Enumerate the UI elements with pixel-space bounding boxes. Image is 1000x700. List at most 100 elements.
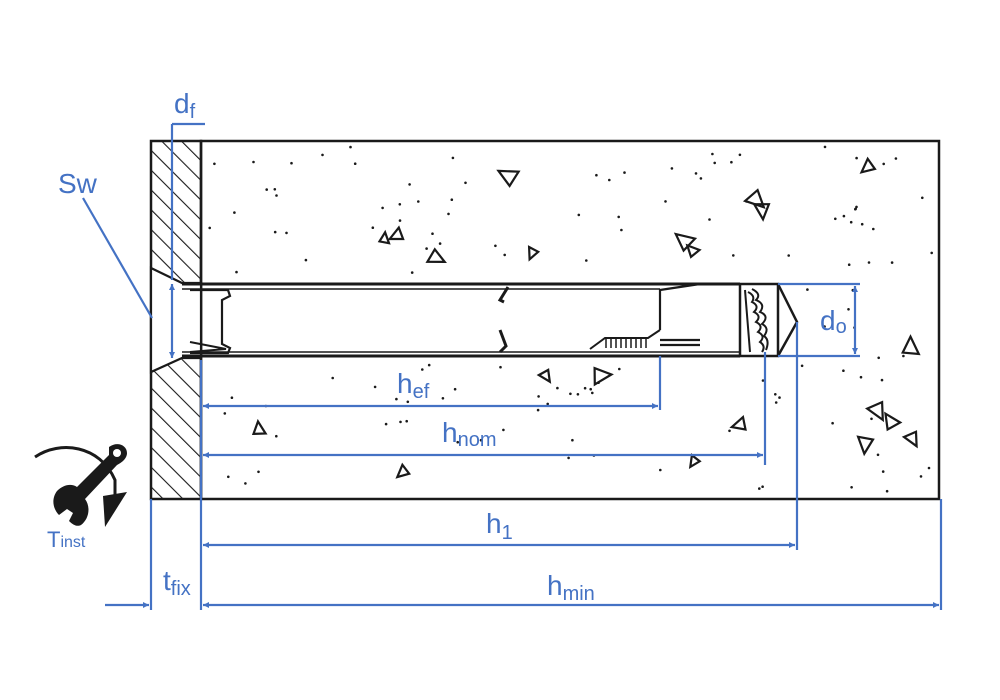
aggregate-dot xyxy=(233,211,236,214)
aggregate-dot xyxy=(880,378,884,382)
aggregate-stone xyxy=(673,232,698,253)
aggregate-dot xyxy=(502,428,505,432)
aggregate-dot xyxy=(854,207,857,211)
aggregate-dot xyxy=(464,181,467,185)
aggregate-dot xyxy=(405,419,409,423)
aggregate-dot xyxy=(890,261,894,264)
aggregate-dot xyxy=(595,173,598,177)
aggregate-dot xyxy=(230,396,234,400)
aggregate-dot xyxy=(395,397,398,401)
aggregate-dot xyxy=(399,420,402,424)
aggregate-dot xyxy=(774,401,778,404)
aggregate-dot xyxy=(855,156,858,160)
aggregate-dot xyxy=(583,386,587,390)
aggregate-dot xyxy=(708,218,711,221)
aggregate-dot xyxy=(421,368,424,371)
aggregate-dot xyxy=(410,271,414,274)
aggregate-dot xyxy=(290,161,293,165)
aggregate-dot xyxy=(273,188,277,191)
aggregate-dot xyxy=(849,220,853,224)
aggregate-dot xyxy=(275,194,278,197)
aggregate-dot xyxy=(919,475,923,478)
aggregate-dot xyxy=(381,206,384,210)
aggregate-dot xyxy=(872,227,875,231)
aggregate-dot xyxy=(730,160,733,164)
aggregate-stone xyxy=(859,156,877,174)
aggregate-dot xyxy=(331,376,335,380)
aggregate-stone xyxy=(752,203,771,222)
aggregate-dot xyxy=(235,270,238,274)
aggregate-stone xyxy=(688,453,702,470)
concrete-aggregate xyxy=(208,145,933,493)
aggregate-dot xyxy=(778,396,781,399)
label-sw: Sw xyxy=(58,168,98,199)
aggregate-dot xyxy=(546,402,549,406)
aggregate-dot xyxy=(571,438,574,442)
aggregate-dot xyxy=(275,434,278,438)
label-h-nom: hnom xyxy=(442,417,496,451)
aggregate-dot xyxy=(353,162,357,165)
aggregate-dot xyxy=(265,188,269,191)
aggregate-dot xyxy=(870,417,873,421)
aggregate-stone xyxy=(856,435,875,457)
aggregate-dot xyxy=(713,161,716,165)
aggregate-dot xyxy=(441,397,445,400)
aggregate-dot xyxy=(252,160,255,164)
dimension-lines xyxy=(82,122,943,610)
aggregate-stone xyxy=(527,245,541,262)
aggregate-dot xyxy=(569,392,572,396)
label-h-ef: hef xyxy=(397,368,430,403)
wrench-icon xyxy=(53,444,127,526)
aggregate-dot xyxy=(417,200,420,203)
aggregate-stone xyxy=(395,462,412,479)
fixture-plate-hatched xyxy=(149,139,203,501)
aggregate-stone xyxy=(729,415,747,431)
aggregate-dot xyxy=(623,171,626,174)
aggregate-dot xyxy=(921,196,924,200)
aggregate-dot xyxy=(842,214,846,218)
aggregate-stone xyxy=(901,430,918,449)
aggregate-dot xyxy=(859,375,863,379)
aggregate-dot xyxy=(608,178,611,182)
aggregate-dot xyxy=(885,489,889,493)
aggregate-dot xyxy=(223,412,227,415)
aggregate-dot xyxy=(847,308,850,311)
rotation-arrow-icon xyxy=(34,446,127,527)
aggregate-dot xyxy=(664,200,667,203)
aggregate-stone xyxy=(884,411,903,432)
aggregate-dot xyxy=(447,212,450,216)
aggregate-dot xyxy=(851,288,855,292)
aggregate-dot xyxy=(847,263,851,267)
aggregate-dot xyxy=(850,486,853,489)
aggregate-dot xyxy=(576,393,580,396)
aggregate-stone xyxy=(387,225,405,241)
aggregate-stone xyxy=(593,366,614,387)
aggregate-dot xyxy=(800,364,804,368)
aggregate-dot xyxy=(860,222,864,226)
aggregate-dot xyxy=(758,487,761,490)
aggregate-stone xyxy=(251,418,268,436)
aggregate-stone xyxy=(496,169,521,188)
aggregate-dot xyxy=(213,162,216,166)
aggregate-dot xyxy=(257,470,260,474)
aggregate-stone xyxy=(536,368,552,384)
aggregate-dot xyxy=(537,395,540,398)
aggregate-dot xyxy=(620,228,623,232)
label-h-1: h1 xyxy=(486,508,513,544)
aggregate-dot xyxy=(774,393,777,396)
aggregate-dot xyxy=(842,369,845,373)
aggregate-dot xyxy=(479,438,483,442)
aggregate-dot xyxy=(738,153,742,157)
aggregate-dot xyxy=(556,386,559,390)
aggregate-dot xyxy=(408,183,411,186)
aggregate-dot xyxy=(431,232,434,235)
aggregate-dot xyxy=(806,288,809,291)
aggregate-dot xyxy=(930,251,933,255)
aggregate-dot xyxy=(591,391,594,395)
aggregate-dot xyxy=(398,219,402,222)
label-d-o: do xyxy=(820,305,847,338)
aggregate-dot xyxy=(823,145,827,149)
label-h-min: hmin xyxy=(547,570,595,605)
aggregate-stone xyxy=(425,247,447,264)
aggregate-dot xyxy=(227,475,230,479)
